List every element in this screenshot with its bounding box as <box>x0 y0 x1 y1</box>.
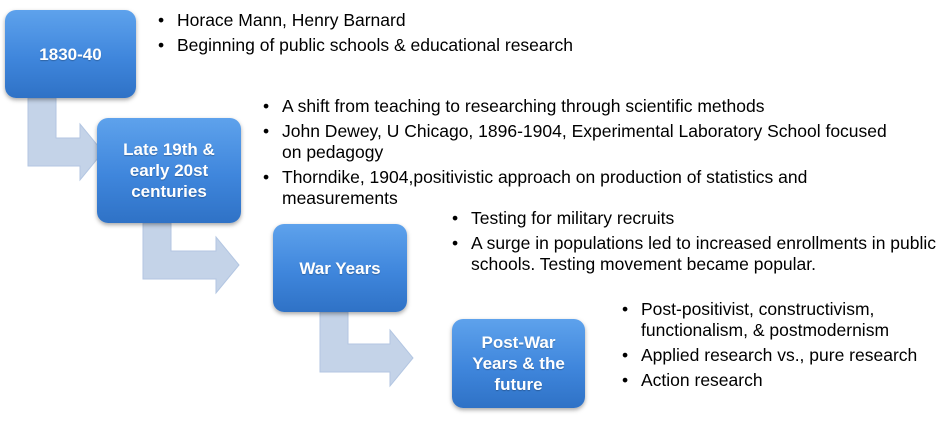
stage-box-war-years: War Years <box>273 224 407 312</box>
stage-label: Late 19th & early 20st centuries <box>123 140 215 201</box>
bullet-item: Horace Mann, Henry Barnard <box>158 10 578 31</box>
connector-arrow-2 <box>142 222 240 295</box>
stage-label: 1830-40 <box>39 44 102 64</box>
bullet-item: Applied research vs., pure research <box>622 345 942 366</box>
bullet-item: A shift from teaching to researching thr… <box>263 96 903 117</box>
connector-arrow-1 <box>27 97 104 182</box>
bullet-item: Post-positivist, constructivism, functio… <box>622 299 942 341</box>
bullet-item: Testing for military recruits <box>452 208 937 229</box>
stage-bullets-war-years: Testing for military recruits A surge in… <box>452 208 937 279</box>
stage-bullets-late-19th: A shift from teaching to researching thr… <box>263 96 903 213</box>
stage-label: Post-War Years & the future <box>472 333 565 394</box>
stage-label: War Years <box>299 258 381 278</box>
bullet-item: Action research <box>622 370 942 391</box>
stage-box-late-19th: Late 19th & early 20st centuries <box>97 118 241 223</box>
stage-bullets-1830-40: Horace Mann, Henry Barnard Beginning of … <box>158 10 578 60</box>
bullet-item: Beginning of public schools & educationa… <box>158 35 578 56</box>
stage-bullets-post-war: Post-positivist, constructivism, functio… <box>622 299 942 395</box>
bullet-item: A surge in populations led to increased … <box>452 233 937 275</box>
bullet-item: John Dewey, U Chicago, 1896-1904, Experi… <box>263 121 903 163</box>
stage-box-1830-40: 1830-40 <box>5 10 136 98</box>
bullet-item: Thorndike, 1904,positivistic approach on… <box>263 167 903 209</box>
stage-box-post-war: Post-War Years & the future <box>452 319 585 408</box>
connector-arrow-3 <box>319 311 414 388</box>
